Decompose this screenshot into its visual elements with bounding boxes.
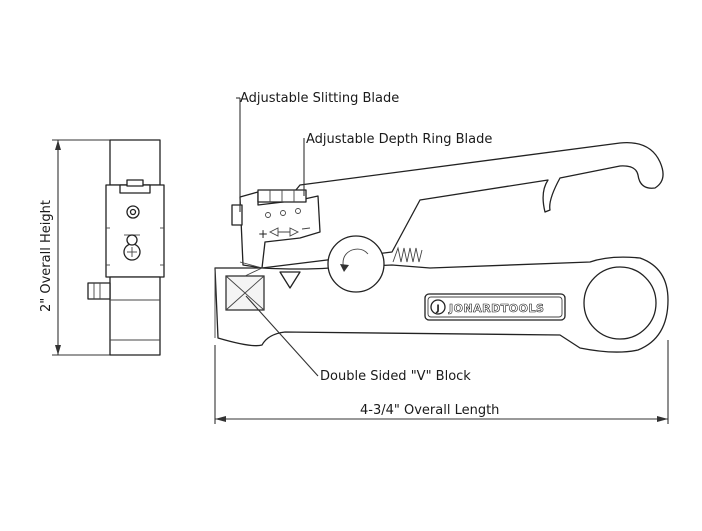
side-view-knob — [87, 282, 111, 300]
callouts — [236, 97, 319, 377]
side-view-upper-body — [109, 139, 161, 186]
main-view: + J JONARDTOOLS — [214, 141, 669, 353]
slitting-blade-label: Adjustable Slitting Blade — [240, 91, 399, 106]
rotation-knob — [327, 235, 385, 293]
logo-mark — [430, 299, 446, 315]
svg-text:+: + — [258, 227, 268, 241]
logo-mark-letter: J — [435, 304, 439, 314]
spring — [392, 246, 423, 263]
brand-text: JONARDTOOLS — [448, 302, 544, 315]
side-view-blade-block — [105, 184, 165, 278]
depth-ring-blade-label: Adjustable Depth Ring Blade — [306, 132, 492, 147]
v-block-label: Double Sided "V" Block — [320, 369, 471, 384]
length-dimension — [214, 340, 669, 424]
side-view-lower-body — [109, 276, 161, 356]
overall-height-label: 2" Overall Height — [39, 200, 54, 312]
logo-plate — [424, 293, 566, 321]
height-arrow-top — [55, 140, 61, 150]
side-view — [52, 139, 165, 356]
cable-hole — [583, 266, 657, 340]
overall-length-label: 4-3/4" Overall Length — [360, 403, 499, 418]
height-arrow-bottom — [55, 345, 61, 355]
v-block-leader — [245, 295, 319, 377]
